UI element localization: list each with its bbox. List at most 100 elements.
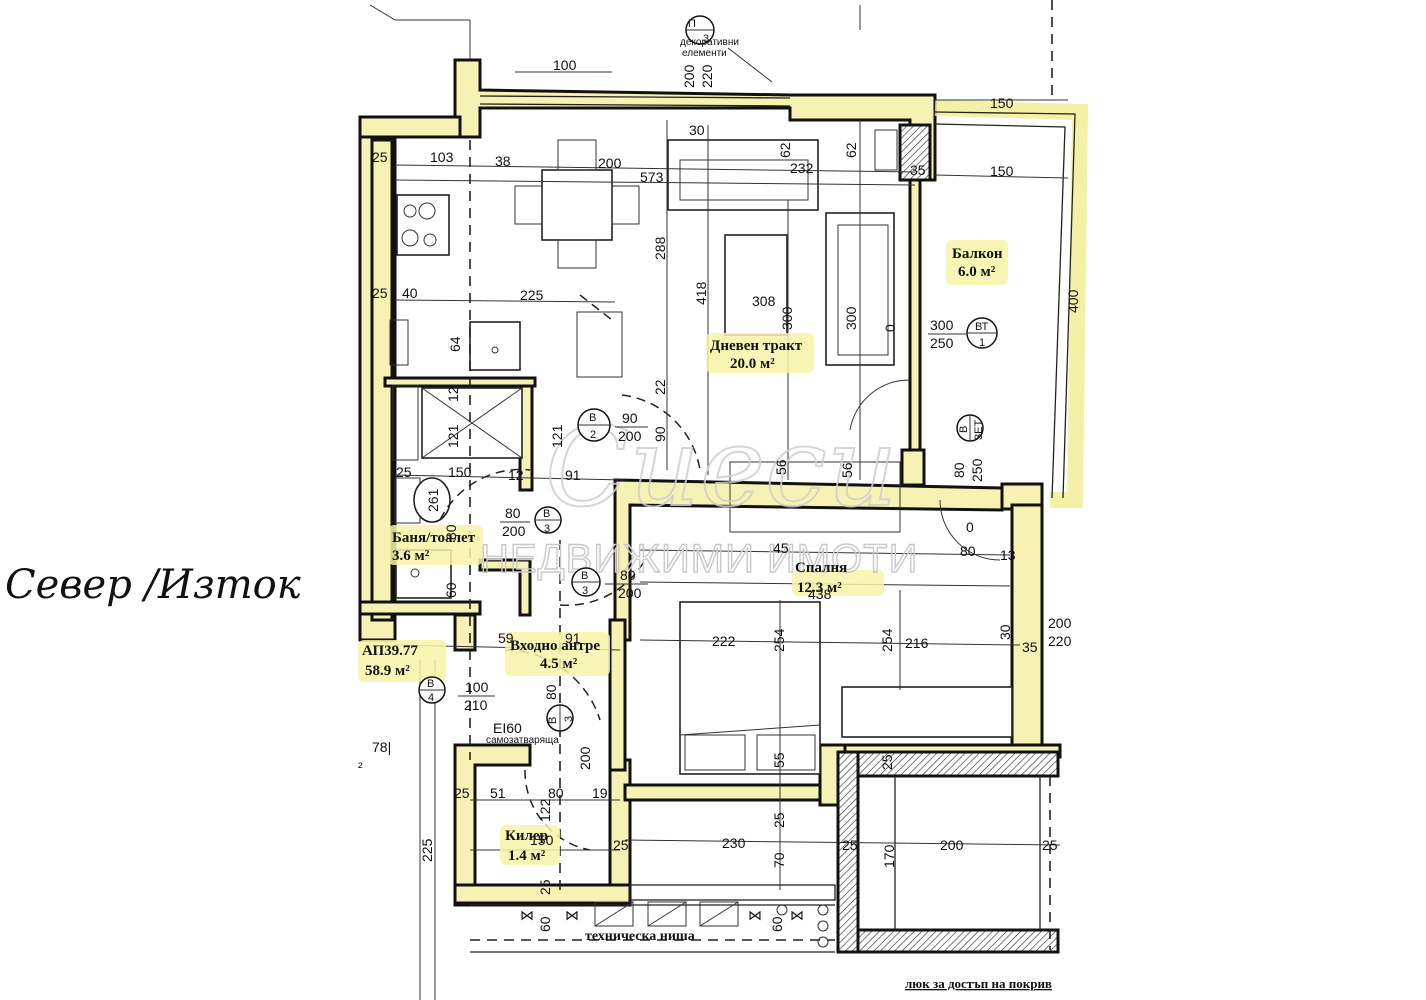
- room-area-living: 20.0 м²: [730, 356, 775, 372]
- sink-icon: [469, 321, 521, 371]
- room-name-bedroom: Спалня: [795, 560, 847, 576]
- svg-text:150: 150: [448, 464, 472, 480]
- toilet-icon: [394, 477, 451, 524]
- door-tag-dbal: В 3ЕТ 80 250: [951, 414, 985, 482]
- svg-text:90: 90: [652, 426, 668, 442]
- svg-text:самозатваряща: самозатваряща: [486, 735, 559, 746]
- wardrobe-icon: [841, 686, 1013, 738]
- door-tag-d3b: В 3 80 200: [571, 567, 648, 601]
- svg-text:3ЕТ: 3ЕТ: [973, 420, 985, 440]
- svg-text:90: 90: [622, 410, 638, 426]
- svg-text:13: 13: [1000, 547, 1016, 563]
- svg-text:ВТ: ВТ: [975, 321, 989, 333]
- svg-text:80: 80: [505, 505, 521, 521]
- svg-text:150: 150: [990, 95, 1014, 111]
- svg-text:78|: 78|: [372, 739, 391, 755]
- svg-text:51: 51: [490, 785, 506, 801]
- shower-tray-icon: [421, 387, 523, 459]
- svg-text:122: 122: [537, 798, 553, 822]
- watermark: Сиеси НЕДВИЖИМИ ИМОТИ: [479, 402, 918, 582]
- svg-text:80: 80: [548, 785, 564, 801]
- label-highlights: [358, 240, 1008, 865]
- apartment-area: 58.9 м²: [365, 663, 410, 679]
- window-tag-w1: ВТ 1 300 250: [928, 317, 998, 351]
- door-tags: В 2 90 200 В 3 80 200 В 3 80 200 В 3 200: [418, 317, 998, 770]
- decorative-elements-note: П 3 декоративни елементи 200 220 100: [553, 15, 773, 88]
- technical-niche-label: техническа ниша: [585, 929, 695, 944]
- svg-text:220: 220: [699, 64, 715, 88]
- svg-text:230: 230: [722, 835, 746, 851]
- svg-text:60: 60: [537, 916, 553, 932]
- svg-text:30: 30: [997, 624, 1013, 640]
- svg-text:200: 200: [618, 585, 642, 601]
- svg-text:1: 1: [979, 337, 985, 349]
- svg-text:170: 170: [881, 844, 897, 868]
- svg-text:250: 250: [930, 335, 954, 351]
- svg-text:22: 22: [652, 379, 668, 395]
- svg-text:300: 300: [779, 306, 795, 330]
- svg-text:220: 220: [1048, 633, 1072, 649]
- svg-text:60: 60: [769, 916, 785, 932]
- svg-text:70: 70: [771, 852, 787, 868]
- door-tag-d3c: В 3 200 80: [543, 684, 593, 770]
- svg-text:216: 216: [905, 635, 929, 651]
- svg-text:200: 200: [940, 837, 964, 853]
- svg-text:В: В: [958, 426, 970, 433]
- svg-text:12: 12: [445, 386, 461, 402]
- svg-text:200: 200: [618, 428, 642, 444]
- svg-text:НЕДВИЖИМИ ИМОТИ: НЕДВИЖИМИ ИМОТИ: [480, 537, 918, 581]
- door-tag-d3a: В 3 80 200: [500, 505, 562, 539]
- svg-text:В: В: [547, 717, 559, 724]
- furniture: [389, 95, 1013, 775]
- room-area-entry: 4.5 м²: [540, 656, 578, 672]
- technical-labels: техническа ниша люк за достъп на покрив: [585, 929, 1052, 991]
- svg-text:В: В: [581, 570, 588, 582]
- svg-text:40: 40: [402, 285, 418, 301]
- svg-text:200: 200: [577, 746, 593, 770]
- svg-text:3: 3: [563, 716, 575, 722]
- svg-text:25: 25: [396, 464, 412, 480]
- svg-text:⋈: ⋈: [520, 907, 534, 923]
- svg-text:25: 25: [454, 785, 470, 801]
- svg-text:В: В: [427, 678, 434, 690]
- svg-text:⋈: ⋈: [748, 907, 762, 923]
- room-labels: Балкон 6.0 м² Дневен тракт 20.0 м² Баня/…: [358, 246, 1003, 864]
- svg-text:12: 12: [508, 467, 524, 483]
- svg-text:438: 438: [808, 586, 832, 602]
- svg-text:30: 30: [689, 122, 705, 138]
- room-name-bath: Баня/тоалет: [392, 530, 476, 546]
- svg-text:0: 0: [882, 324, 898, 332]
- svg-text:19: 19: [592, 785, 608, 801]
- svg-text:4: 4: [428, 692, 434, 704]
- svg-text:573: 573: [640, 169, 664, 185]
- svg-text:225: 225: [520, 287, 544, 303]
- svg-text:200: 200: [502, 523, 526, 539]
- svg-text:0: 0: [966, 519, 974, 535]
- svg-text:300: 300: [843, 306, 859, 330]
- room-name-living: Дневен тракт: [710, 338, 803, 354]
- svg-text:EI60: EI60: [493, 720, 522, 736]
- dimension-values: 30 62 62 232 35 150 150 25 103 38 200 57…: [372, 95, 1081, 932]
- svg-text:91: 91: [565, 630, 581, 646]
- stair-structure: [836, 750, 1060, 954]
- svg-text:⋈: ⋈: [565, 907, 579, 923]
- svg-text:62: 62: [777, 142, 793, 158]
- svg-text:254: 254: [879, 628, 895, 652]
- svg-text:35: 35: [1022, 639, 1038, 655]
- svg-text:80: 80: [543, 684, 559, 700]
- svg-text:100: 100: [465, 679, 489, 695]
- svg-text:200: 200: [681, 64, 697, 88]
- technical-niche: ⋈ ⋈ ⋈ ⋈: [453, 883, 836, 953]
- svg-text:80: 80: [620, 567, 636, 583]
- svg-text:60: 60: [443, 582, 459, 598]
- room-name-balcony: Балкон: [952, 246, 1003, 262]
- svg-text:45: 45: [773, 540, 789, 556]
- svg-text:25: 25: [842, 837, 858, 853]
- svg-text:56: 56: [773, 459, 789, 475]
- fire-door-label: EI60 самозатваряща: [486, 720, 559, 746]
- apartment-code: АП39.77: [362, 643, 418, 659]
- valve-icons: ⋈ ⋈ ⋈ ⋈: [520, 901, 829, 948]
- door-tag-dentry: В 4 100 210: [418, 676, 495, 713]
- svg-text:25: 25: [879, 754, 895, 770]
